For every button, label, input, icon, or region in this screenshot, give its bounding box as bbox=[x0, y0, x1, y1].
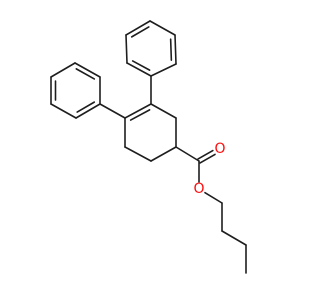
atom-label-o2: O bbox=[193, 181, 204, 197]
molecule-structure: OO bbox=[0, 0, 300, 300]
bond-pa1-pa2-inner bbox=[131, 60, 151, 71]
bond-pa3-pa4-inner bbox=[130, 26, 150, 38]
bond-pb5-pb6-inner bbox=[75, 68, 96, 80]
bond-c4-c5 bbox=[124, 146, 152, 162]
bond-pa5-pa6 bbox=[174, 34, 177, 65]
bond-pa4-pa5 bbox=[149, 20, 176, 36]
bond-c2-c3-inner bbox=[129, 109, 151, 121]
bond-c5-c7 bbox=[175, 146, 200, 162]
bond-pa5-pa6-inner bbox=[169, 38, 173, 61]
bond-pa6-pa1 bbox=[150, 63, 177, 77]
atoms-layer: OO bbox=[193, 141, 225, 197]
bond-c5-c6 bbox=[150, 146, 177, 162]
diagram-background bbox=[0, 0, 300, 300]
bond-pa1-pa2 bbox=[126, 62, 152, 77]
bonds-layer bbox=[50, 20, 247, 274]
bond-pb5-pb6 bbox=[74, 62, 101, 78]
bond-pb4-pb5 bbox=[50, 62, 76, 78]
bond-c2-c3 bbox=[124, 103, 152, 119]
bond-c7-o1-b bbox=[197, 149, 214, 160]
bond-o2-b1 bbox=[204, 191, 223, 204]
atom-label-o1: O bbox=[214, 141, 225, 157]
bond-c3-pb1 bbox=[99, 103, 126, 119]
bond-pb1-pb2-inner bbox=[76, 101, 96, 113]
bond-b2-b3 bbox=[221, 230, 247, 246]
bond-c7-o1-a bbox=[199, 153, 216, 164]
bond-pb1-pb2 bbox=[75, 103, 101, 119]
bond-pb2-pb3 bbox=[50, 103, 77, 119]
bond-pa2-pa3 bbox=[125, 34, 128, 64]
bond-c1-c2 bbox=[150, 103, 177, 119]
bond-pa3-pa4 bbox=[125, 20, 151, 36]
